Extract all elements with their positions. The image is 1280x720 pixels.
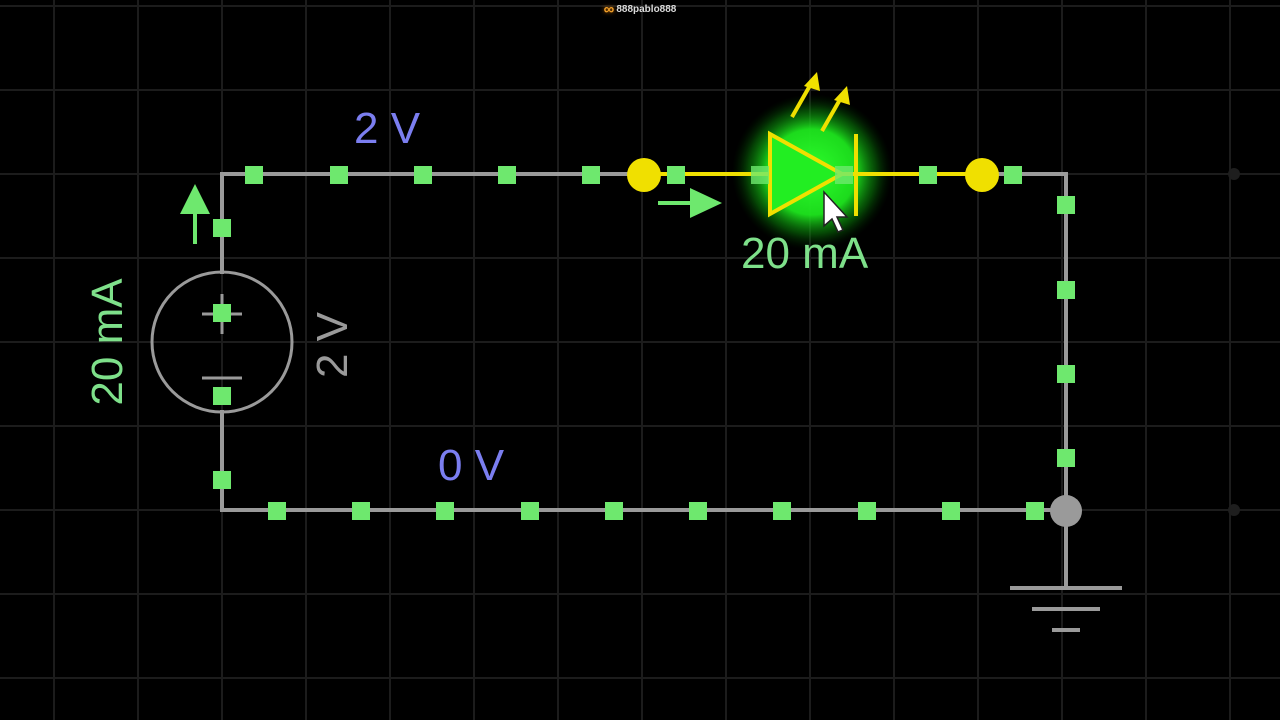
source-current-label: 20 mA [83,278,132,406]
unused-node [1228,504,1240,516]
unused-node [1228,168,1240,180]
current-dots [213,166,1075,520]
streamer-name: 888pablo888 [616,4,677,15]
led-current-label: 20 mA [741,229,869,278]
top-node-voltage-label: 2 V [354,104,421,153]
led-symbol[interactable] [768,72,858,218]
led-terminal-right [965,158,999,192]
stream-overlay: ∞888pablo888 [0,1,1280,18]
current-arrow-up-icon [180,184,210,244]
current-arrow-right-icon [658,188,722,218]
bottom-node-voltage-label: 0 V [438,441,505,490]
mouse-cursor-icon [823,190,849,233]
led-terminal-left [627,158,661,192]
infinity-icon: ∞ [603,1,615,18]
ground-symbol [1010,586,1122,632]
wires [220,172,1068,590]
source-voltage-label: 2 V [308,311,357,379]
ground-node [1050,495,1082,527]
